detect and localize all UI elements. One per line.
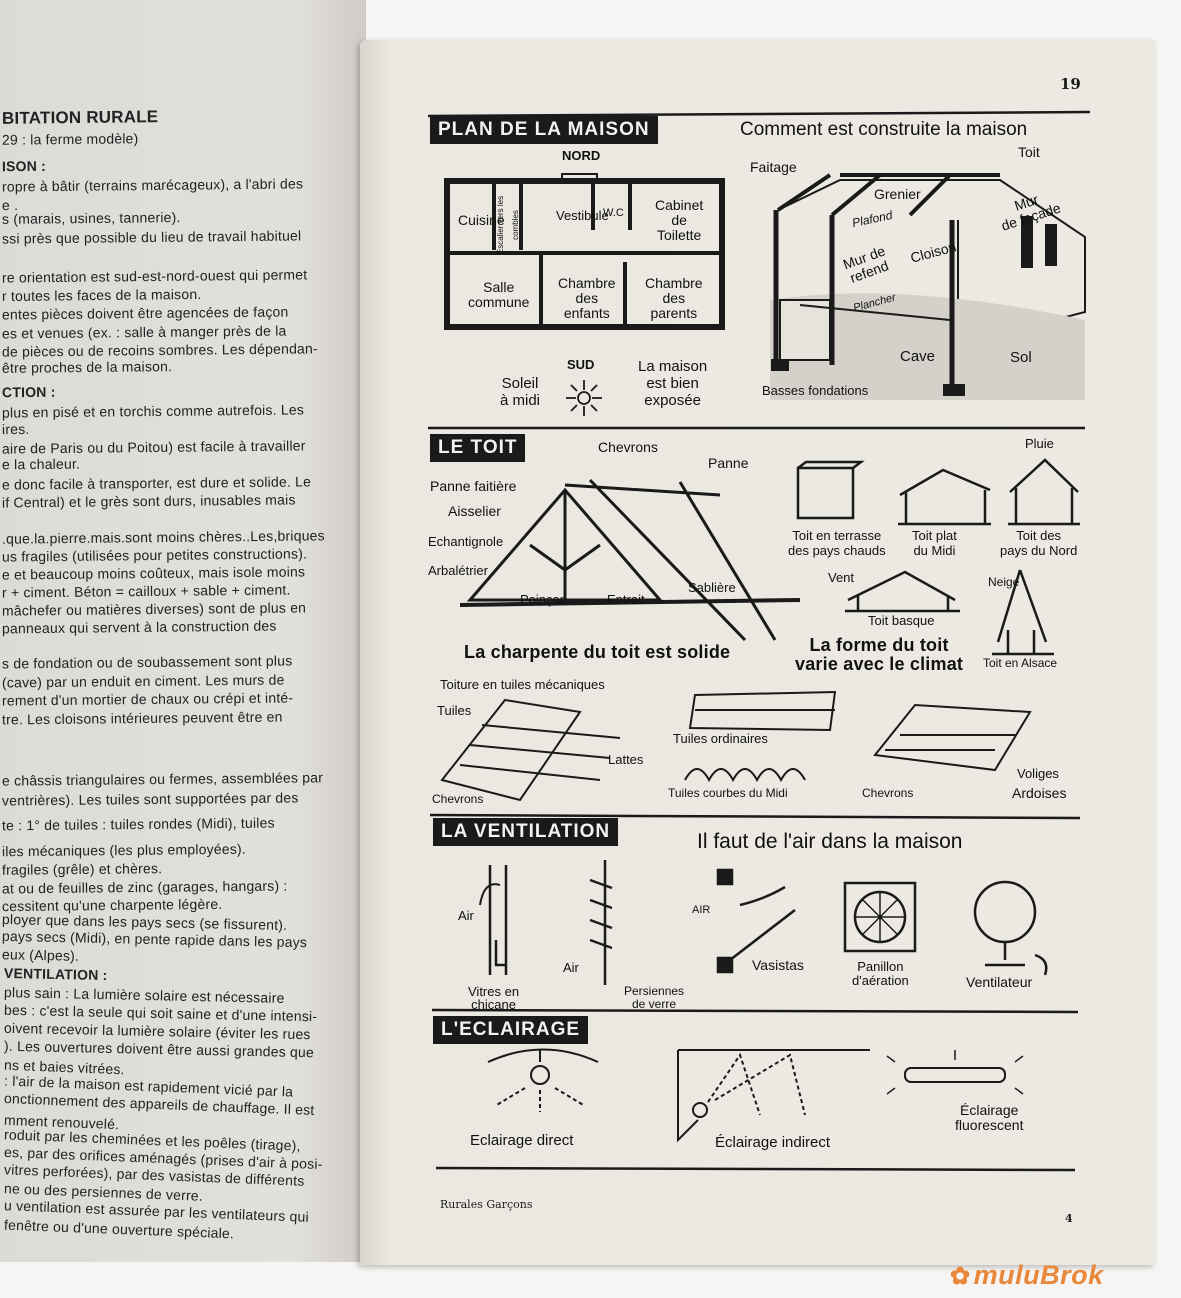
label-fondations: Basses fondations (762, 383, 869, 398)
label-eclairage-direct: Eclairage direct (470, 1132, 574, 1149)
label-vitres-chicane: Vitres en chicane (468, 984, 520, 1012)
label-chambre-enfants: Chambre des enfants (558, 275, 616, 321)
label-echantignole: Echantignole (428, 534, 504, 549)
label-sabliere: Sablière (688, 580, 736, 595)
label-panne: Panne (708, 455, 749, 471)
house-construction-diagram (770, 173, 1086, 400)
forme-caption: La forme du toit varie avec le climat (795, 635, 964, 674)
label-vasistas: Vasistas (752, 957, 804, 973)
label-salle-commune: Salle commune (468, 279, 530, 310)
label-air-2: Air (563, 960, 579, 975)
label-panne-faitiere: Panne faitière (430, 478, 517, 494)
lighting-diagrams (487, 1048, 1024, 1143)
section-rules (427, 110, 1091, 1172)
label-toit: Toit (1018, 144, 1040, 160)
section-title-plan: PLAN DE LA MAISON (430, 116, 658, 144)
label-vent: Vent (828, 570, 855, 585)
footer-page-number: 4 (1065, 1212, 1073, 1225)
label-air-1: Air (458, 908, 474, 923)
label-neige: Neige (988, 575, 1020, 589)
label-sun-caption: Soleil à midi (500, 375, 541, 409)
label-cuisine: Cuisine (458, 212, 505, 228)
label-entrait: Entrait (607, 592, 645, 607)
watermark-text: muluBrok (973, 1260, 1104, 1290)
label-chevrons: Chevrons (598, 439, 658, 455)
label-cabinet: Cabinet de Toilette (655, 197, 704, 243)
label-lattes: Lattes (608, 752, 644, 767)
label-chevrons-2: Chevrons (432, 792, 484, 806)
label-eclairage-fluorescent: Éclairage fluorescent (955, 1102, 1024, 1133)
footer-title: Rurales Garçons (440, 1198, 533, 1211)
label-cave: Cave (900, 348, 936, 365)
label-wc: W.C (603, 207, 624, 219)
label-voliges: Voliges (1017, 766, 1059, 781)
climate-houses (796, 458, 1080, 656)
label-tuiles-ordinaires: Tuiles ordinaires (673, 731, 768, 746)
label-ardoises: Ardoises (1012, 785, 1067, 801)
label-papillon: Panillon d'aération (852, 959, 909, 988)
page-number: 19 (1060, 75, 1081, 93)
roof-truss-diagram (459, 478, 801, 642)
ventilation-subtitle: Il faut de l'air dans la maison (697, 830, 963, 853)
label-vestibule: Vestibule (556, 208, 609, 223)
construction-title: Comment est construite la maison (740, 119, 1028, 140)
label-escalier: Escalier vers les combles (496, 195, 520, 255)
label-air-3: AIR (692, 904, 711, 916)
ventilation-diagrams (479, 860, 1048, 985)
flower-icon: ✿ (950, 1263, 971, 1290)
label-grenier: Grenier (874, 186, 921, 202)
label-poincon: Poinçon (520, 592, 567, 607)
label-toit-terrasse: Toit en terrasse des pays chauds (788, 528, 886, 558)
label-north: NORD (562, 148, 601, 163)
label-faitage: Faitage (750, 159, 797, 175)
label-toit-plat: Toit plat du Midi (912, 528, 957, 558)
label-exposure: La maison est bien exposée (638, 358, 708, 409)
label-chevrons-3: Chevrons (862, 786, 914, 800)
label-toit-nord: Toit des pays du Nord (1000, 528, 1078, 558)
label-persiennes: Persiennes de verre (624, 984, 685, 1011)
floor-plan (444, 173, 725, 330)
label-toit-alsace: Toit en Alsace (983, 656, 1058, 670)
sun-icon (566, 380, 602, 416)
section-title-ventilation: LA VENTILATION (433, 818, 619, 846)
watermark: ✿muluBrok (950, 1260, 1104, 1291)
label-south: SUD (567, 357, 595, 372)
section-title-roof: LE TOIT (430, 434, 526, 462)
label-ventilateur: Ventilateur (966, 974, 1033, 990)
label-chambre-parents: Chambre des parents (645, 275, 703, 321)
charpente-caption: La charpente du toit est solide (464, 642, 731, 662)
label-arbaletrier: Arbalétrier (428, 563, 488, 578)
label-tuiles: Tuiles (437, 703, 472, 718)
roof-tiles-diagrams (440, 690, 1032, 802)
section-title-lighting: L'ECLAIRAGE (433, 1016, 589, 1044)
label-eclairage-indirect: Éclairage indirect (715, 1134, 831, 1151)
label-tuiles-courbes: Tuiles courbes du Midi (668, 786, 788, 800)
label-aisselier: Aisselier (448, 503, 501, 519)
label-sol: Sol (1010, 349, 1032, 366)
label-pluie: Pluie (1025, 436, 1054, 451)
label-tuiles-mecaniques: Toiture en tuiles mécaniques (440, 677, 605, 692)
label-toit-basque: Toit basque (868, 613, 935, 628)
